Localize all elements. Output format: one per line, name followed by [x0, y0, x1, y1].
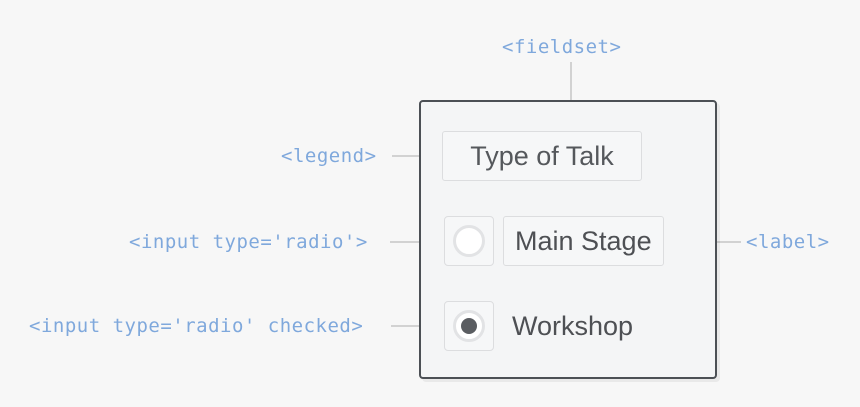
radio-input-workshop[interactable]	[444, 301, 494, 351]
radio-row-main-stage[interactable]: Main Stage	[444, 216, 664, 266]
connector-line-fieldset	[570, 62, 572, 104]
legend-text: Type of Talk	[470, 140, 614, 171]
radio-inner-dot	[461, 318, 477, 334]
connector-line-legend	[392, 155, 442, 157]
annotation-input-radio: <input type='radio'>	[129, 231, 368, 253]
annotation-fieldset: <fieldset>	[502, 36, 622, 58]
radio-dial-unchecked-icon	[453, 225, 485, 257]
fieldset-container: Type of Talk Main Stage Workshop	[419, 100, 717, 379]
annotation-label: <label>	[746, 231, 830, 253]
legend-box: Type of Talk	[442, 131, 642, 181]
radio-row-workshop[interactable]: Workshop	[444, 301, 633, 351]
label-text-workshop: Workshop	[512, 310, 634, 341]
label-text-workshop-wrapper[interactable]: Workshop	[512, 301, 633, 351]
annotation-legend: <legend>	[281, 145, 377, 167]
connector-line-input-radio-checked	[391, 325, 445, 327]
annotation-input-radio-checked: <input type='radio' checked>	[29, 315, 364, 337]
connector-line-input-radio	[390, 241, 445, 243]
label-text-main-stage: Main Stage	[515, 225, 652, 256]
radio-input-main-stage[interactable]	[444, 216, 494, 266]
radio-dial-checked-icon	[453, 310, 485, 342]
label-box-main-stage[interactable]: Main Stage	[503, 216, 664, 266]
